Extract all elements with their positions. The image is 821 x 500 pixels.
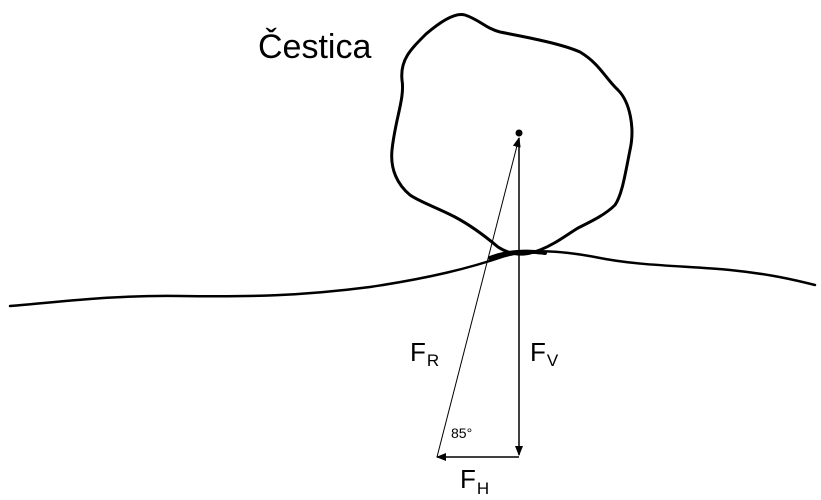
horizontal-force-label: FH <box>460 464 489 497</box>
resultant-force-label: FR <box>410 337 439 369</box>
particle-center-dot <box>515 129 523 137</box>
vertical-force-subscript: V <box>546 351 559 370</box>
contact-point <box>488 249 547 260</box>
horizontal-force-symbol: F <box>460 464 476 494</box>
horizontal-force-subscript: H <box>476 479 490 498</box>
vertical-force-label: FV <box>530 337 558 369</box>
resultant-force-subscript: R <box>426 351 440 370</box>
particle-label: Čestica <box>258 28 372 66</box>
angle-label: 85° <box>451 425 473 441</box>
vertical-force-symbol: F <box>530 337 546 367</box>
resultant-force-symbol: F <box>410 337 426 367</box>
resultant-force-arrow <box>436 137 521 458</box>
particle-outline <box>390 12 634 256</box>
surface-line <box>8 250 817 308</box>
